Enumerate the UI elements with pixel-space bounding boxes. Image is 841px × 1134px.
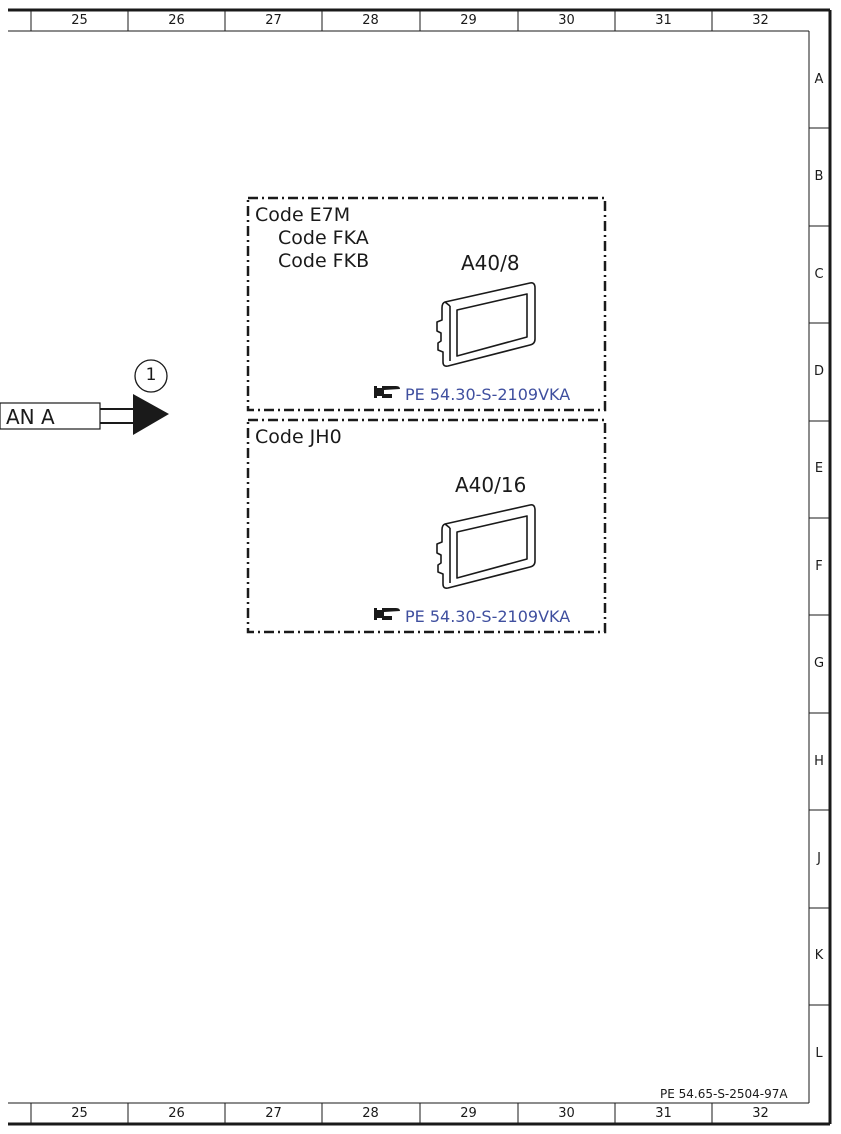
sheet-frame bbox=[8, 8, 832, 1126]
column-number-bottom: 32 bbox=[752, 1106, 769, 1121]
row-letter: K bbox=[814, 948, 824, 963]
code-label: Code E7M bbox=[255, 204, 351, 226]
display-unit-a40-8-icon bbox=[436, 282, 536, 367]
code-label: Code JH0 bbox=[255, 426, 342, 448]
pointing-hand-icon bbox=[374, 608, 400, 620]
row-letter: D bbox=[813, 364, 824, 379]
display-unit-a40-16-icon bbox=[436, 504, 536, 589]
connector-marker-number: 1 bbox=[145, 365, 157, 385]
column-number-top: 25 bbox=[71, 13, 88, 28]
column-number-top: 29 bbox=[460, 13, 477, 28]
column-number-top: 30 bbox=[558, 13, 575, 28]
connector-an-a bbox=[0, 359, 169, 435]
column-number-bottom: 31 bbox=[655, 1106, 672, 1121]
document-id: PE 54.65-S-2504-97A bbox=[660, 1087, 788, 1101]
row-letter: L bbox=[815, 1046, 823, 1061]
column-number-bottom: 25 bbox=[71, 1106, 88, 1121]
connector-label: AN A bbox=[6, 405, 55, 429]
row-letter: E bbox=[814, 461, 824, 476]
code-box-e7m bbox=[246, 196, 607, 412]
row-letter: B bbox=[814, 169, 824, 184]
column-number-top: 26 bbox=[168, 13, 185, 28]
pointing-hand-icon bbox=[374, 386, 400, 398]
column-number-bottom: 28 bbox=[362, 1106, 379, 1121]
component-label: A40/16 bbox=[455, 473, 527, 497]
column-number-bottom: 29 bbox=[460, 1106, 477, 1121]
row-letter: C bbox=[814, 267, 824, 282]
row-letter: J bbox=[817, 851, 821, 866]
column-number-top: 27 bbox=[265, 13, 282, 28]
column-number-top: 28 bbox=[362, 13, 379, 28]
code-label: Code FKB bbox=[278, 250, 370, 272]
reference-link[interactable]: PE 54.30-S-2109VKA bbox=[405, 607, 571, 626]
column-number-top: 31 bbox=[655, 13, 672, 28]
row-letter: F bbox=[815, 559, 823, 574]
component-label: A40/8 bbox=[461, 251, 520, 275]
column-number-bottom: 26 bbox=[168, 1106, 185, 1121]
row-letter: G bbox=[813, 656, 825, 671]
reference-link[interactable]: PE 54.30-S-2109VKA bbox=[405, 385, 571, 404]
row-letter: A bbox=[814, 72, 824, 87]
column-number-bottom: 30 bbox=[558, 1106, 575, 1121]
column-number-top: 32 bbox=[752, 13, 769, 28]
code-box-jh0 bbox=[246, 418, 607, 634]
column-number-bottom: 27 bbox=[265, 1106, 282, 1121]
code-label: Code FKA bbox=[278, 227, 369, 249]
row-letter: H bbox=[814, 754, 824, 769]
